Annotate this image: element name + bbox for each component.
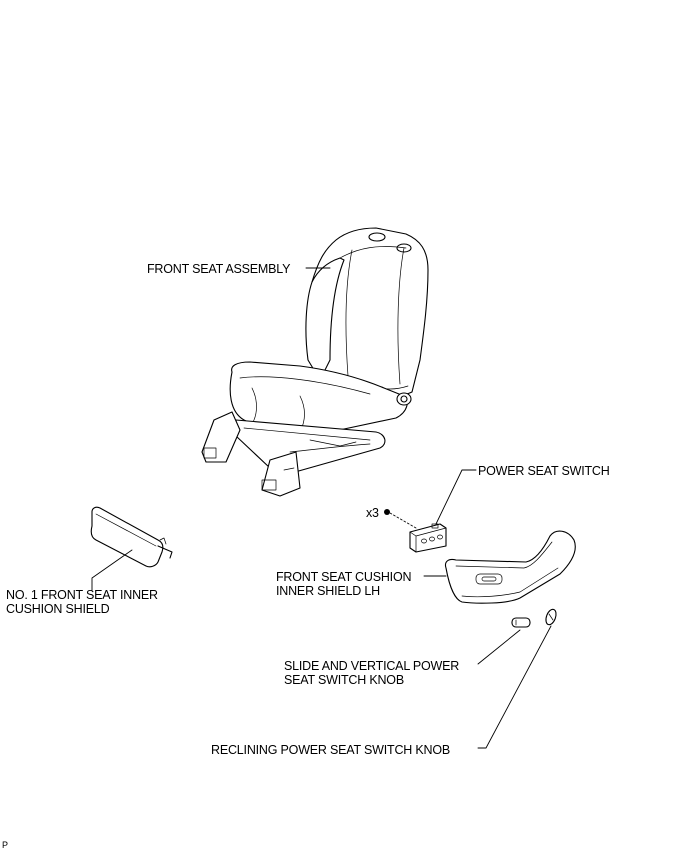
label-slide-knob-line1: SLIDE AND VERTICAL POWER <box>284 659 460 673</box>
label-cushion-inner-shield-line2: INNER SHIELD LH <box>276 584 380 598</box>
label-front-seat-assembly: FRONT SEAT ASSEMBLY <box>147 262 291 276</box>
label-power-seat-switch: POWER SEAT SWITCH <box>478 464 610 478</box>
label-reclining-knob: RECLINING POWER SEAT SWITCH KNOB <box>211 743 450 757</box>
front-seat-assembly-illustration <box>201 227 429 497</box>
label-inner-cushion-shield-line1: NO. 1 FRONT SEAT INNER <box>6 588 158 602</box>
leader-power-seat-switch <box>435 469 477 525</box>
leader-inner-cushion-shield <box>91 549 133 591</box>
label-cushion-inner-shield-lh: FRONT SEAT CUSHION INNER SHIELD LH <box>276 570 412 598</box>
slide-vertical-knob-illustration <box>511 617 531 628</box>
cushion-inner-shield-lh-illustration <box>444 530 576 604</box>
screw-illustration <box>384 509 417 529</box>
label-screw-count: x3 <box>366 506 379 520</box>
label-inner-cushion-shield-line2: CUSHION SHIELD <box>6 602 110 616</box>
corner-mark: P <box>2 840 8 850</box>
label-slide-knob-line2: SEAT SWITCH KNOB <box>284 673 404 687</box>
label-inner-cushion-shield: NO. 1 FRONT SEAT INNER CUSHION SHIELD <box>6 588 158 616</box>
power-seat-switch-illustration <box>409 523 447 553</box>
reclining-knob-illustration <box>545 608 557 626</box>
leader-slide-knob <box>477 629 521 665</box>
inner-cushion-shield-illustration <box>90 506 173 568</box>
label-cushion-inner-shield-line1: FRONT SEAT CUSHION <box>276 570 412 584</box>
leader-reclining-knob <box>477 625 552 749</box>
label-slide-vertical-knob: SLIDE AND VERTICAL POWER SEAT SWITCH KNO… <box>284 659 459 687</box>
